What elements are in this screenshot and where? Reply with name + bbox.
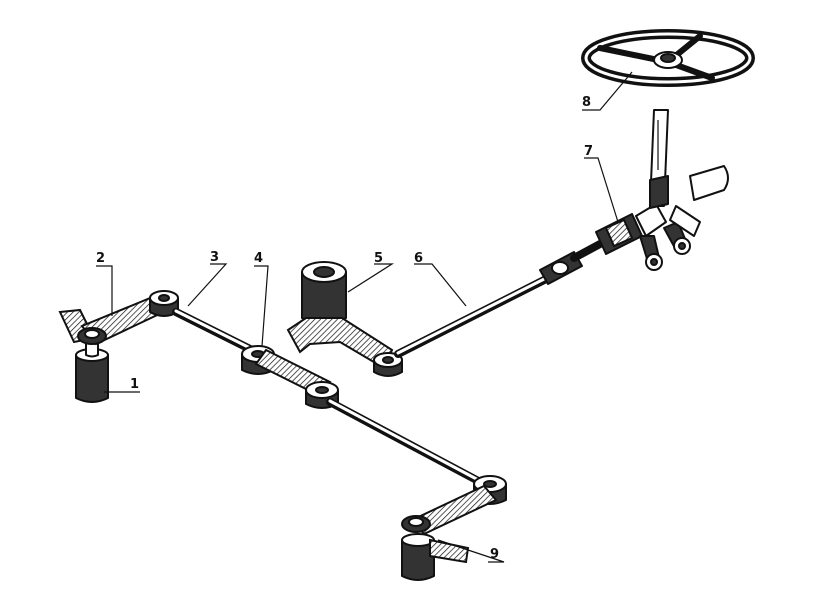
right-tie-rod	[326, 398, 488, 488]
callout-5: 5	[374, 251, 383, 266]
leader-7	[584, 157, 619, 223]
right-steering-knuckle	[401, 515, 470, 581]
callout-9: 9	[490, 547, 499, 562]
callout-8: 8	[582, 95, 591, 110]
leader-3	[187, 263, 228, 307]
steering-gear	[570, 165, 729, 271]
callout-3: 3	[210, 250, 219, 265]
idler-bellcrank	[286, 261, 403, 377]
center-link	[241, 345, 339, 409]
leader-8	[582, 71, 633, 111]
callout-1: 1	[130, 377, 139, 392]
callout-2: 2	[96, 251, 105, 266]
callout-labels: 1 2 3 4 5 6 7 8 9	[96, 95, 593, 562]
leader-lines	[96, 71, 633, 563]
steering-column	[649, 109, 669, 209]
leader-5	[347, 263, 395, 293]
leader-4	[254, 265, 269, 347]
steering-wheel	[581, 29, 755, 87]
leader-9	[437, 539, 505, 563]
left-tie-rod	[172, 308, 256, 354]
callout-4: 4	[254, 251, 263, 266]
drag-link	[394, 251, 583, 358]
left-steering-arm	[77, 290, 179, 346]
leader-6	[414, 263, 467, 307]
callout-6: 6	[414, 251, 423, 266]
leader-2	[96, 265, 113, 316]
callout-7: 7	[584, 144, 593, 159]
